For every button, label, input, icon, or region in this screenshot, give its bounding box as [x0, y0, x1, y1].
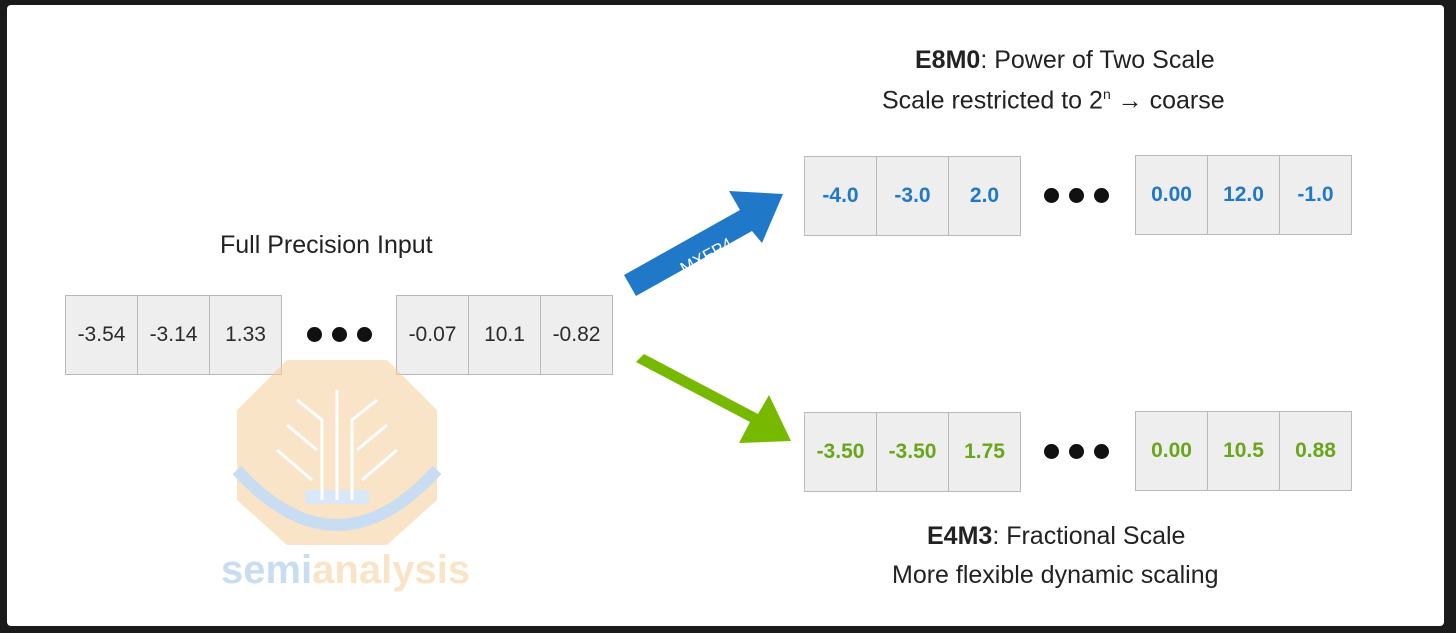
diagram-canvas: Full Precision Input -3.54 -3.14 1.33 -0… [7, 5, 1444, 626]
nvfp4-row-left: -3.50 -3.50 1.75 [804, 412, 1021, 492]
input-cell: -0.82 [540, 295, 613, 375]
input-cell: 10.1 [468, 295, 541, 375]
ellipsis-dots [1044, 188, 1109, 203]
nvfp4-row-right: 0.00 10.5 0.88 [1135, 411, 1352, 491]
mxfp4-cell: 12.0 [1207, 155, 1280, 235]
mxfp4-cell: 0.00 [1135, 155, 1208, 235]
mxfp4-title: E8M0: Power of Two Scale [915, 46, 1215, 74]
arrows: MXFP4 NVFP4 [624, 191, 791, 443]
nvfp4-subtitle: More flexible dynamic scaling [892, 561, 1219, 589]
watermark-logo-icon [232, 360, 442, 545]
input-label: Full Precision Input [220, 231, 433, 259]
nvfp4-cell: 1.75 [948, 412, 1021, 492]
input-row-left: -3.54 -3.14 1.33 [65, 295, 282, 375]
nvfp4-cell: 0.88 [1279, 411, 1352, 491]
ellipsis-dots [307, 327, 372, 342]
mxfp4-row-left: -4.0 -3.0 2.0 [804, 156, 1021, 236]
nvfp4-arrow: NVFP4 [636, 354, 791, 443]
nvfp4-cell: -3.50 [804, 412, 877, 492]
watermark-text: semianalysis [221, 548, 471, 592]
input-row-right: -0.07 10.1 -0.82 [396, 295, 613, 375]
mxfp4-cell: -1.0 [1279, 155, 1352, 235]
mxfp4-cell: -3.0 [876, 156, 949, 236]
nvfp4-cell: 0.00 [1135, 411, 1208, 491]
ellipsis-dots [1044, 444, 1109, 459]
input-cell: 1.33 [209, 295, 282, 375]
watermark: semianalysis [217, 350, 470, 600]
nvfp4-cell: 10.5 [1207, 411, 1280, 491]
nvfp4-title: E4M3: Fractional Scale [927, 522, 1186, 550]
input-cell: -0.07 [396, 295, 469, 375]
mxfp4-subtitle: Scale restricted to 2n → coarse [882, 86, 1225, 115]
mxfp4-row-right: 0.00 12.0 -1.0 [1135, 155, 1352, 235]
mxfp4-cell: 2.0 [948, 156, 1021, 236]
mxfp4-arrow: MXFP4 [624, 191, 783, 296]
nvfp4-cell: -3.50 [876, 412, 949, 492]
input-cell: -3.54 [65, 295, 138, 375]
mxfp4-cell: -4.0 [804, 156, 877, 236]
